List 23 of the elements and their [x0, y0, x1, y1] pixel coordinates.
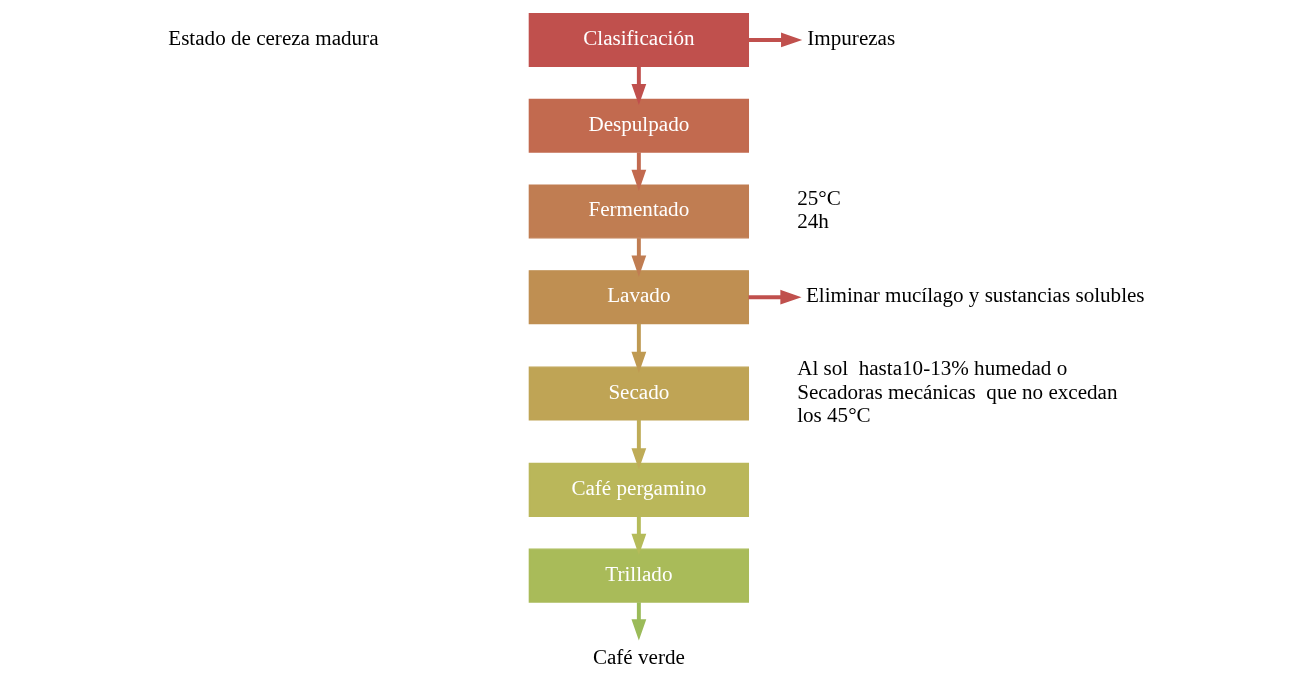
node-text: Eliminar mucílago y sustancias solubles — [805, 283, 1145, 308]
node-box: Trillado — [528, 548, 749, 603]
arrow — [630, 152, 646, 191]
arrow — [630, 419, 646, 470]
arrow — [630, 66, 646, 106]
node-label: 25°C — [796, 185, 841, 210]
arrow — [748, 289, 802, 305]
node-box: Lavado — [528, 270, 749, 325]
node-label: Al sol hasta10-13% humedad o Secadoras mecánicas que no excedan los 45°C — [796, 355, 1118, 428]
node-box: Fermentado — [528, 184, 749, 239]
node-box: Despulpado — [528, 98, 749, 153]
node-box: Clasificación — [528, 12, 749, 67]
arrow — [630, 238, 646, 277]
node-box: Secado — [528, 366, 749, 421]
arrow — [747, 32, 802, 48]
arrow — [630, 602, 646, 641]
node-text: Café verde — [592, 644, 685, 669]
arrow — [630, 516, 646, 555]
arrow — [630, 323, 646, 373]
node-box: Café pergamino — [528, 462, 749, 517]
node-text: Impurezas — [806, 25, 895, 50]
node-label: 24h — [796, 209, 829, 234]
label: Estado de cereza madura — [167, 25, 379, 50]
